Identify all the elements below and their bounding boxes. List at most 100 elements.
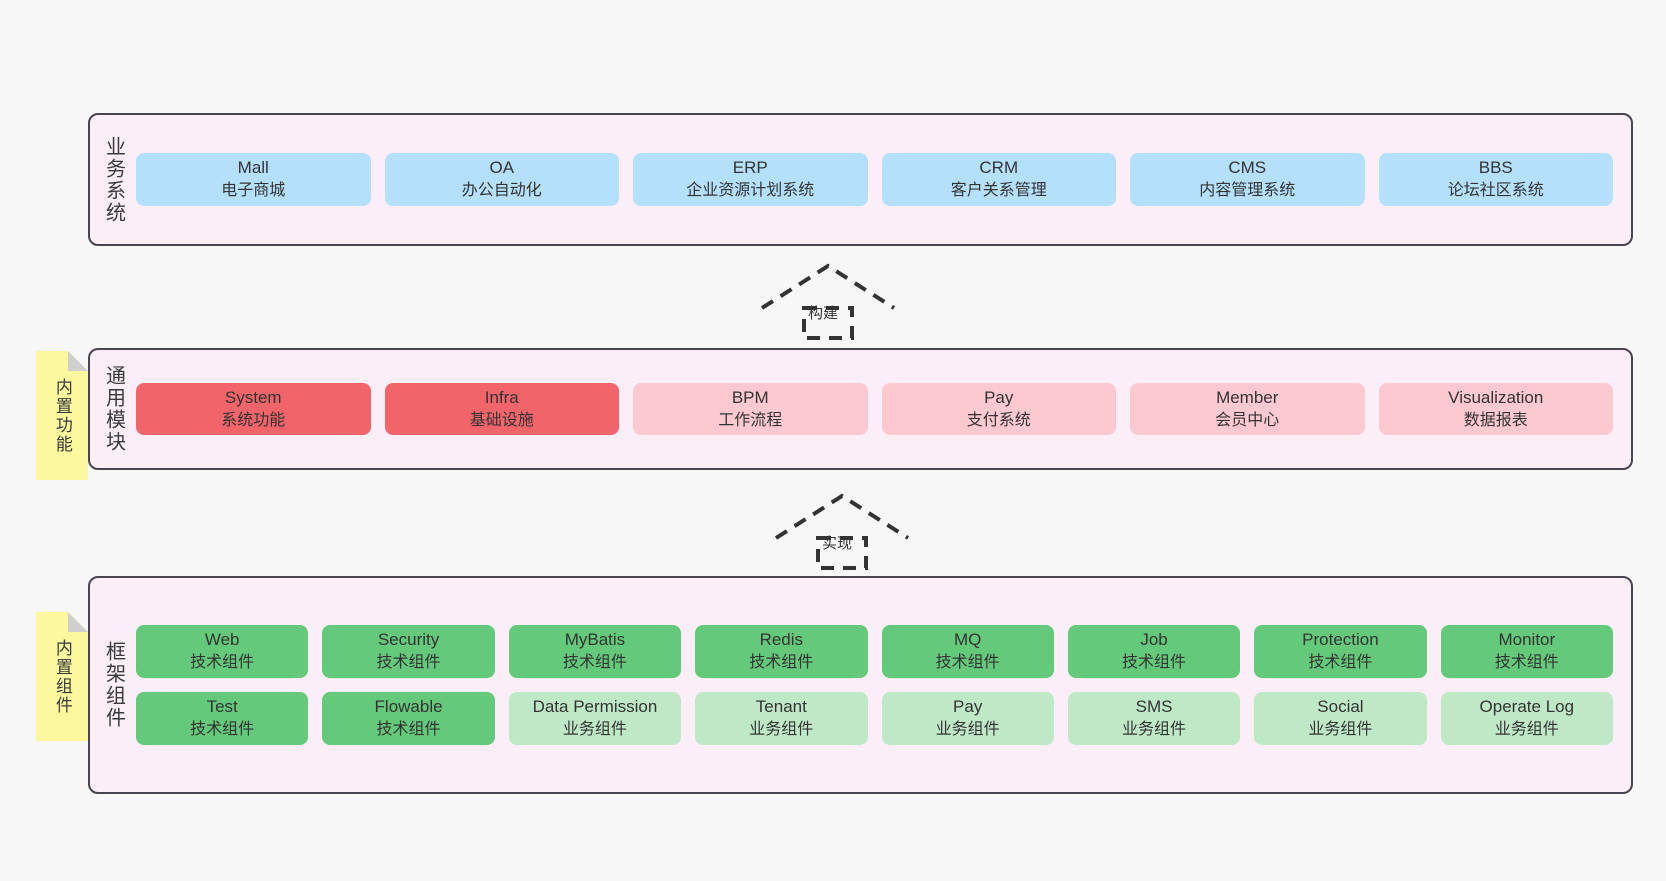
card-title: Test	[206, 697, 238, 716]
layer-framework-components: 框架组件 Web 技术组件 Security 技术组件 MyBatis 技术组件…	[88, 576, 1633, 794]
layer-framework-components-body: Web 技术组件 Security 技术组件 MyBatis 技术组件 Redi…	[136, 578, 1631, 792]
note-fold-corner	[68, 612, 88, 632]
card-subtitle: 论坛社区系统	[1447, 182, 1544, 200]
card-subtitle: 客户关系管理	[950, 182, 1047, 200]
note-builtin-components-text: 内置组件	[52, 638, 72, 715]
component-card-operate-log[interactable]: Operate Log 业务组件	[1440, 692, 1613, 745]
note-builtin-features-text: 内置功能	[52, 377, 72, 454]
layer-business-systems-body: Mall 电子商城 OA 办公自动化 ERP 企业资源计划系统 CRM 客户关系…	[136, 115, 1631, 244]
card-title: Data Permission	[532, 697, 658, 716]
note-fold-corner	[68, 351, 88, 371]
framework-components-row-1: Web 技术组件 Security 技术组件 MyBatis 技术组件 Redi…	[136, 625, 1613, 678]
card-subtitle: 会员中心	[1215, 411, 1280, 429]
card-title: Monitor	[1498, 630, 1556, 650]
component-card-redis[interactable]: Redis 技术组件	[695, 625, 868, 678]
card-title: BBS	[1478, 158, 1513, 178]
module-card-visualization[interactable]: Visualization 数据报表	[1378, 382, 1613, 436]
component-card-test[interactable]: Test 技术组件	[136, 692, 309, 745]
module-card-pay[interactable]: Pay 支付系统	[881, 382, 1116, 436]
module-card-infra[interactable]: Infra 基础设施	[384, 382, 619, 436]
card-title: MQ	[953, 630, 982, 650]
card-title: CMS	[1228, 158, 1267, 178]
card-title: Security	[377, 630, 440, 650]
card-subtitle: 内容管理系统	[1199, 182, 1296, 200]
component-card-pay[interactable]: Pay 业务组件	[881, 692, 1054, 745]
card-subtitle: 技术组件	[376, 654, 441, 672]
card-subtitle: 办公自动化	[461, 182, 542, 200]
component-card-web[interactable]: Web 技术组件	[136, 625, 309, 678]
card-title: Social	[1317, 697, 1364, 716]
layer-business-systems-label: 业务系统	[102, 135, 125, 224]
business-card-bbs[interactable]: BBS 论坛社区系统	[1378, 153, 1613, 206]
card-title: Member	[1216, 387, 1279, 407]
component-card-monitor[interactable]: Monitor 技术组件	[1440, 625, 1613, 678]
card-subtitle: 技术组件	[1308, 654, 1373, 672]
framework-components-row-2: Test 技术组件 Flowable 技术组件 Data Permission …	[136, 692, 1613, 745]
card-subtitle: 业务组件	[1494, 720, 1559, 738]
card-subtitle: 业务组件	[1122, 720, 1187, 738]
component-card-mq[interactable]: MQ 技术组件	[881, 625, 1054, 678]
card-title: Job	[1140, 630, 1168, 650]
card-title: BPM	[731, 387, 769, 407]
arrow-implement: 实现	[774, 492, 910, 570]
card-subtitle: 电子商城	[221, 182, 286, 200]
business-card-cms[interactable]: CMS 内容管理系统	[1130, 153, 1365, 206]
card-title: Protection	[1302, 630, 1379, 650]
card-subtitle: 数据报表	[1463, 411, 1528, 429]
card-subtitle: 技术组件	[1122, 654, 1187, 672]
layer-common-modules-label: 通用模块	[102, 365, 125, 453]
card-subtitle: 技术组件	[1494, 654, 1559, 672]
module-card-system[interactable]: System 系统功能	[136, 382, 371, 436]
business-card-erp[interactable]: ERP 企业资源计划系统	[633, 153, 868, 206]
common-modules-row: System 系统功能 Infra 基础设施 BPM 工作流程 Pay 支付系统…	[136, 382, 1613, 436]
card-subtitle: 业务组件	[935, 720, 1000, 738]
module-card-member[interactable]: Member 会员中心	[1130, 382, 1365, 436]
layer-framework-components-label: 框架组件	[102, 641, 125, 729]
component-card-protection[interactable]: Protection 技术组件	[1254, 625, 1427, 678]
card-subtitle: 企业资源计划系统	[686, 182, 815, 200]
layer-common-modules: 通用模块 System 系统功能 Infra 基础设施 BPM 工作流程 Pay	[88, 348, 1633, 470]
business-card-mall[interactable]: Mall 电子商城	[136, 153, 371, 206]
arrow-build-glyph	[760, 263, 896, 340]
card-title: ERP	[732, 158, 768, 178]
component-card-mybatis[interactable]: MyBatis 技术组件	[508, 625, 682, 678]
business-card-crm[interactable]: CRM 客户关系管理	[881, 153, 1116, 206]
card-title: Mall	[237, 158, 269, 178]
business-systems-row: Mall 电子商城 OA 办公自动化 ERP 企业资源计划系统 CRM 客户关系…	[136, 153, 1613, 206]
card-subtitle: 业务组件	[1308, 720, 1373, 738]
component-card-security[interactable]: Security 技术组件	[322, 625, 495, 678]
card-subtitle: 系统功能	[221, 411, 286, 429]
component-card-data-permission[interactable]: Data Permission 业务组件	[508, 692, 682, 745]
layer-business-systems: 业务系统 Mall 电子商城 OA 办公自动化 ERP 企业资源计划系统 CRM	[88, 113, 1633, 246]
card-title: Flowable	[374, 697, 443, 716]
layer-common-modules-body: System 系统功能 Infra 基础设施 BPM 工作流程 Pay 支付系统…	[136, 350, 1631, 468]
module-card-bpm[interactable]: BPM 工作流程	[633, 382, 868, 436]
note-builtin-features: 内置功能	[36, 351, 88, 480]
component-card-social[interactable]: Social 业务组件	[1254, 692, 1427, 745]
card-subtitle: 技术组件	[935, 654, 1000, 672]
card-title: CRM	[979, 158, 1019, 178]
card-title: Infra	[484, 387, 519, 407]
card-title: Tenant	[755, 697, 807, 716]
card-subtitle: 技术组件	[749, 654, 814, 672]
card-title: Operate Log	[1479, 697, 1575, 716]
card-title: Web	[204, 630, 240, 650]
card-title: System	[224, 387, 282, 407]
component-card-sms[interactable]: SMS 业务组件	[1067, 692, 1241, 745]
card-subtitle: 工作流程	[718, 411, 783, 429]
card-title: Visualization	[1448, 387, 1544, 407]
business-card-oa[interactable]: OA 办公自动化	[384, 153, 619, 206]
arrow-build: 构建	[760, 262, 896, 340]
card-title: OA	[489, 158, 515, 178]
card-subtitle: 业务组件	[749, 720, 814, 738]
component-card-job[interactable]: Job 技术组件	[1067, 625, 1241, 678]
card-subtitle: 技术组件	[190, 720, 255, 738]
component-card-flowable[interactable]: Flowable 技术组件	[322, 692, 495, 745]
arrow-implement-label: 实现	[822, 535, 853, 552]
component-card-tenant[interactable]: Tenant 业务组件	[695, 692, 868, 745]
card-subtitle: 技术组件	[376, 720, 441, 738]
card-title: Redis	[759, 630, 804, 650]
card-title: Pay	[953, 697, 983, 716]
card-subtitle: 基础设施	[469, 411, 534, 429]
